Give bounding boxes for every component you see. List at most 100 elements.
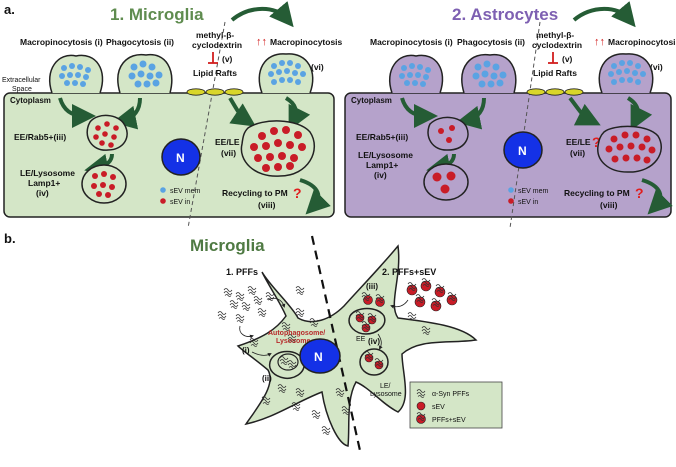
recycling-question-mark: ?	[635, 185, 644, 201]
macropinocytosis-up-number: (vi)	[650, 62, 663, 72]
legend-sev-swatch	[416, 401, 426, 411]
flow-arrow	[228, 96, 256, 127]
flow-arrow	[58, 97, 96, 128]
ee-le-number: (vii)	[221, 148, 236, 158]
ee-le-label: EE/LE	[566, 137, 591, 147]
recycling-number: (viii)	[600, 200, 618, 210]
ee-le-question-mark: ?	[592, 134, 601, 150]
le-lysosome-label-line1: LE/	[380, 383, 391, 390]
legend-sev: sEV	[432, 404, 445, 411]
flow-arrow	[568, 96, 601, 126]
le-lysosome-label-line2: Lamp1+	[28, 178, 60, 188]
panel-b-title: Microglia	[190, 236, 265, 255]
early-endosome	[427, 116, 469, 151]
le-lysosome-label-line3: (iv)	[374, 170, 387, 180]
legend-pffs-sev: PFFs+sEV	[432, 417, 466, 424]
le-lysosome-label-line3: (iv)	[36, 188, 49, 198]
mbcd-label-line2: cyclodextrin	[532, 40, 582, 50]
flow-arrow	[456, 97, 486, 130]
step-iii-label: (iii)	[366, 282, 378, 291]
flow-arrow	[299, 178, 331, 215]
mbcd-number: (v)	[562, 54, 573, 64]
ee-le-label: EE/LE	[215, 137, 240, 147]
step-arrow	[377, 333, 383, 350]
cytoplasm-label: Cytoplasm	[351, 96, 392, 105]
upregulation-arrows: ↑↑	[256, 36, 267, 48]
phagocytosis-label: Phagocytosis (ii)	[457, 37, 525, 47]
legend-sev-in: sEV in	[518, 199, 538, 206]
nucleus	[503, 131, 543, 169]
ee-rab5-label: EE/Rab5+(iii)	[14, 132, 66, 142]
lipid-rafts	[186, 88, 244, 96]
ee-label: EE	[356, 336, 366, 343]
ee-le-number: (vii)	[570, 148, 585, 158]
flow-arrow	[230, 1, 294, 28]
cytoplasm-label: Cytoplasm	[10, 96, 51, 105]
mbcd-number: (v)	[222, 54, 233, 64]
vesicle-cluster-blue	[59, 63, 91, 87]
mbcd-label-line1: methyl-β-	[536, 30, 574, 40]
lipid-rafts-label: Lipid Rafts	[533, 68, 577, 78]
flow-arrow	[112, 97, 142, 130]
recycling-label: Recycling to PM	[222, 188, 288, 198]
le-lysosome-label-line2: Lysosome	[370, 391, 402, 398]
microglia-title: 1. Microglia	[110, 5, 204, 24]
flow-arrow	[641, 178, 673, 215]
upregulation-arrows: ↑↑	[594, 36, 605, 48]
legend-swatch-blue	[508, 187, 514, 193]
le-lysosome-label-line1: LE/Lysosome	[20, 168, 75, 178]
lipid-rafts-label: Lipid Rafts	[193, 68, 237, 78]
microglia-panel: 1. Microglia Macropinocytosis (i) Phagoc…	[2, 1, 343, 229]
flow-arrow	[284, 96, 311, 131]
phagocytic-cup	[461, 53, 517, 94]
phagocytosis-label: Phagocytosis (ii)	[106, 37, 174, 47]
extracellular-label-line2: Space	[12, 86, 32, 93]
macropinocytosis-up-label: Macropinocytosis	[270, 37, 343, 47]
legend-pffs: α-Syn PFFs	[432, 391, 470, 398]
macropinocytosis-up-label: Macropinocytosis	[608, 37, 676, 47]
late-endosome-lysosome	[359, 348, 389, 376]
le-lysosome-label-line2: Lamp1+	[366, 160, 398, 170]
macropinocytosis-label: Macropinocytosis (i)	[20, 37, 103, 47]
vesicle-cluster-blue	[399, 63, 431, 87]
vesicle-cluster-blue	[472, 60, 507, 88]
vesicle-cluster-blue	[268, 60, 306, 85]
step-i-label: (i)	[242, 346, 250, 355]
flow-arrow	[572, 1, 636, 28]
flow-arrow	[626, 96, 653, 131]
panel-b-legend: α-Syn PFFs sEV PFFs+sEV	[409, 381, 503, 429]
recycling-number: (viii)	[258, 200, 276, 210]
macropinocytosis-up-number: (vi)	[311, 62, 324, 72]
macropinocytosis-label: Macropinocytosis (i)	[370, 37, 453, 47]
ee-rab5-label: EE/Rab5+(iii)	[356, 132, 408, 142]
vesicle-cluster-red	[93, 121, 119, 148]
nucleus	[161, 138, 201, 176]
recycling-question-mark: ?	[293, 185, 302, 201]
pff-sev-cluster	[355, 311, 377, 333]
inner-vesicle	[277, 353, 299, 371]
autophagosome-lysosome	[268, 350, 305, 380]
mbcd-label-line1: methyl-β-	[196, 30, 234, 40]
pff-sev-cluster	[361, 292, 385, 307]
lipid-rafts	[526, 88, 584, 96]
pffs-sev-label: 2. PFFs+sEV	[382, 267, 436, 277]
legend-sev-in: sEV in	[170, 199, 190, 206]
nucleus	[299, 338, 341, 374]
uptake-arrow	[267, 298, 286, 308]
vesicle-cluster-red	[438, 125, 455, 143]
vesicle-cluster-blue	[608, 60, 646, 85]
astrocytes-title: 2. Astrocytes	[452, 5, 558, 24]
pff-sev-cluster	[364, 351, 384, 370]
le-lysosome-label-line1: LE/Lysosome	[358, 150, 413, 160]
pff-cluster	[217, 286, 275, 323]
panel-b-letter: b.	[4, 231, 16, 246]
vesicle-cluster-blue	[128, 60, 163, 88]
step-ii-label: (ii)	[262, 374, 272, 383]
recycling-label: Recycling to PM	[564, 188, 630, 198]
uptake-arrow	[239, 325, 254, 339]
vesicle-cluster-red	[605, 131, 656, 164]
autophagosome-label-line1: Autophagosome/	[268, 330, 325, 337]
microglia-cell-panel-b: Microglia 1. PFFs 2. PFFs+sEV (i) Autoph…	[190, 235, 478, 456]
legend-sev-mem: sEV mem	[170, 188, 201, 195]
pff-sev-cluster	[406, 278, 458, 312]
